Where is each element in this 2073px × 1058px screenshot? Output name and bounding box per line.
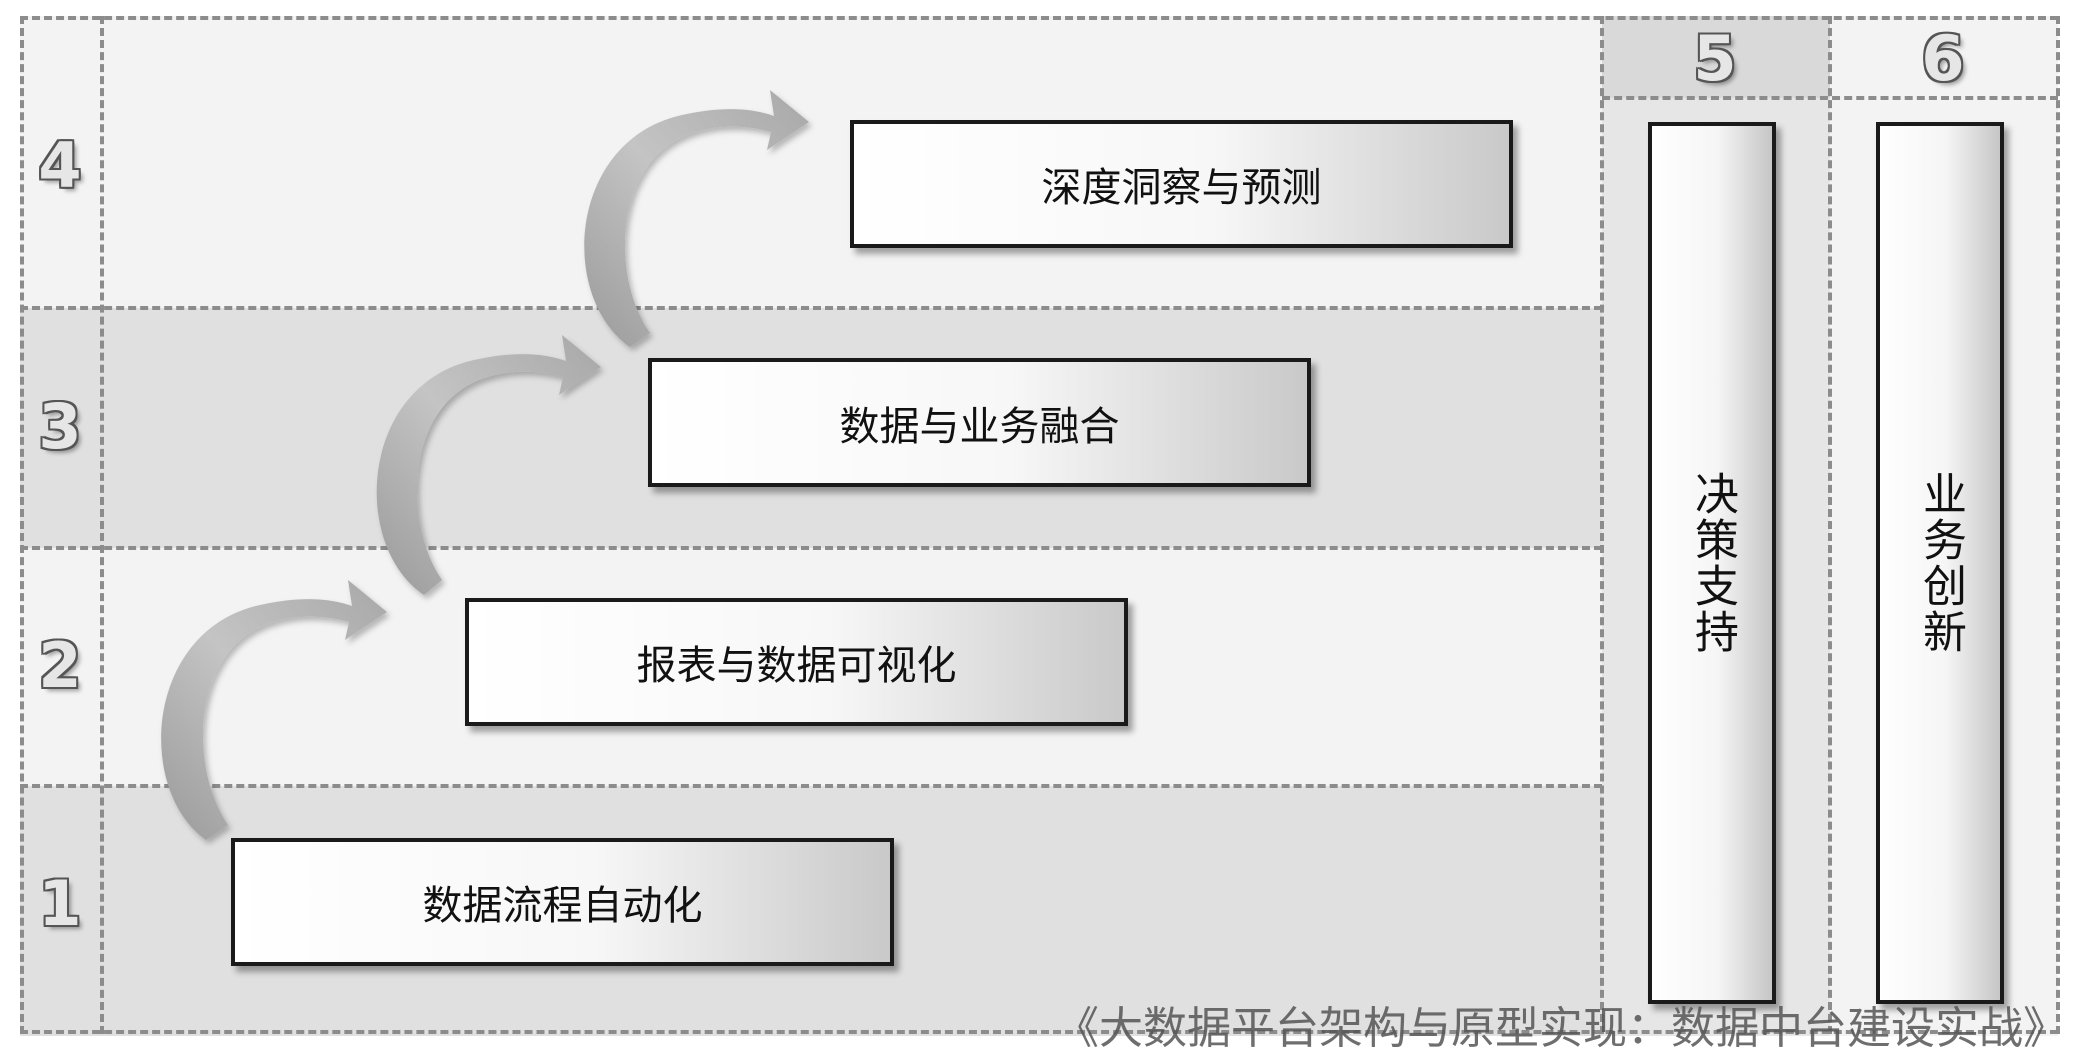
step-box-level-3: 数据与业务融合 xyxy=(648,358,1311,487)
grid-line xyxy=(20,784,1602,788)
column-5-header-bg xyxy=(1602,16,1830,98)
grid-line xyxy=(100,16,104,1034)
column-number-5: 5 xyxy=(1693,22,1737,95)
level-number-2: 2 xyxy=(38,629,82,702)
column-number-6: 6 xyxy=(1921,22,1965,95)
column-label-5: 决策支持 xyxy=(1687,471,1738,655)
book-watermark: 《大数据平台架构与原型实现：数据中台建设实战》 xyxy=(1055,1003,2067,1054)
column-box-6: 业务创新 xyxy=(1876,122,2004,1004)
grid-line xyxy=(1828,16,1832,1034)
column-label-6: 业务创新 xyxy=(1915,471,1966,655)
grid-line xyxy=(20,16,24,1034)
grid-line xyxy=(1600,16,1604,1034)
level-number-3: 3 xyxy=(38,390,82,463)
column-box-5: 决策支持 xyxy=(1648,122,1776,1004)
step-box-level-2: 报表与数据可视化 xyxy=(465,598,1128,726)
grid-line xyxy=(20,1030,2058,1034)
step-box-level-1: 数据流程自动化 xyxy=(231,838,894,966)
grid-line xyxy=(2056,16,2060,1034)
grid-line xyxy=(20,306,1602,310)
level-number-4: 4 xyxy=(38,129,82,202)
level-number-1: 1 xyxy=(38,867,82,940)
step-box-level-4: 深度洞察与预测 xyxy=(850,120,1513,248)
grid-line xyxy=(20,546,1602,550)
grid-line xyxy=(20,16,2058,20)
